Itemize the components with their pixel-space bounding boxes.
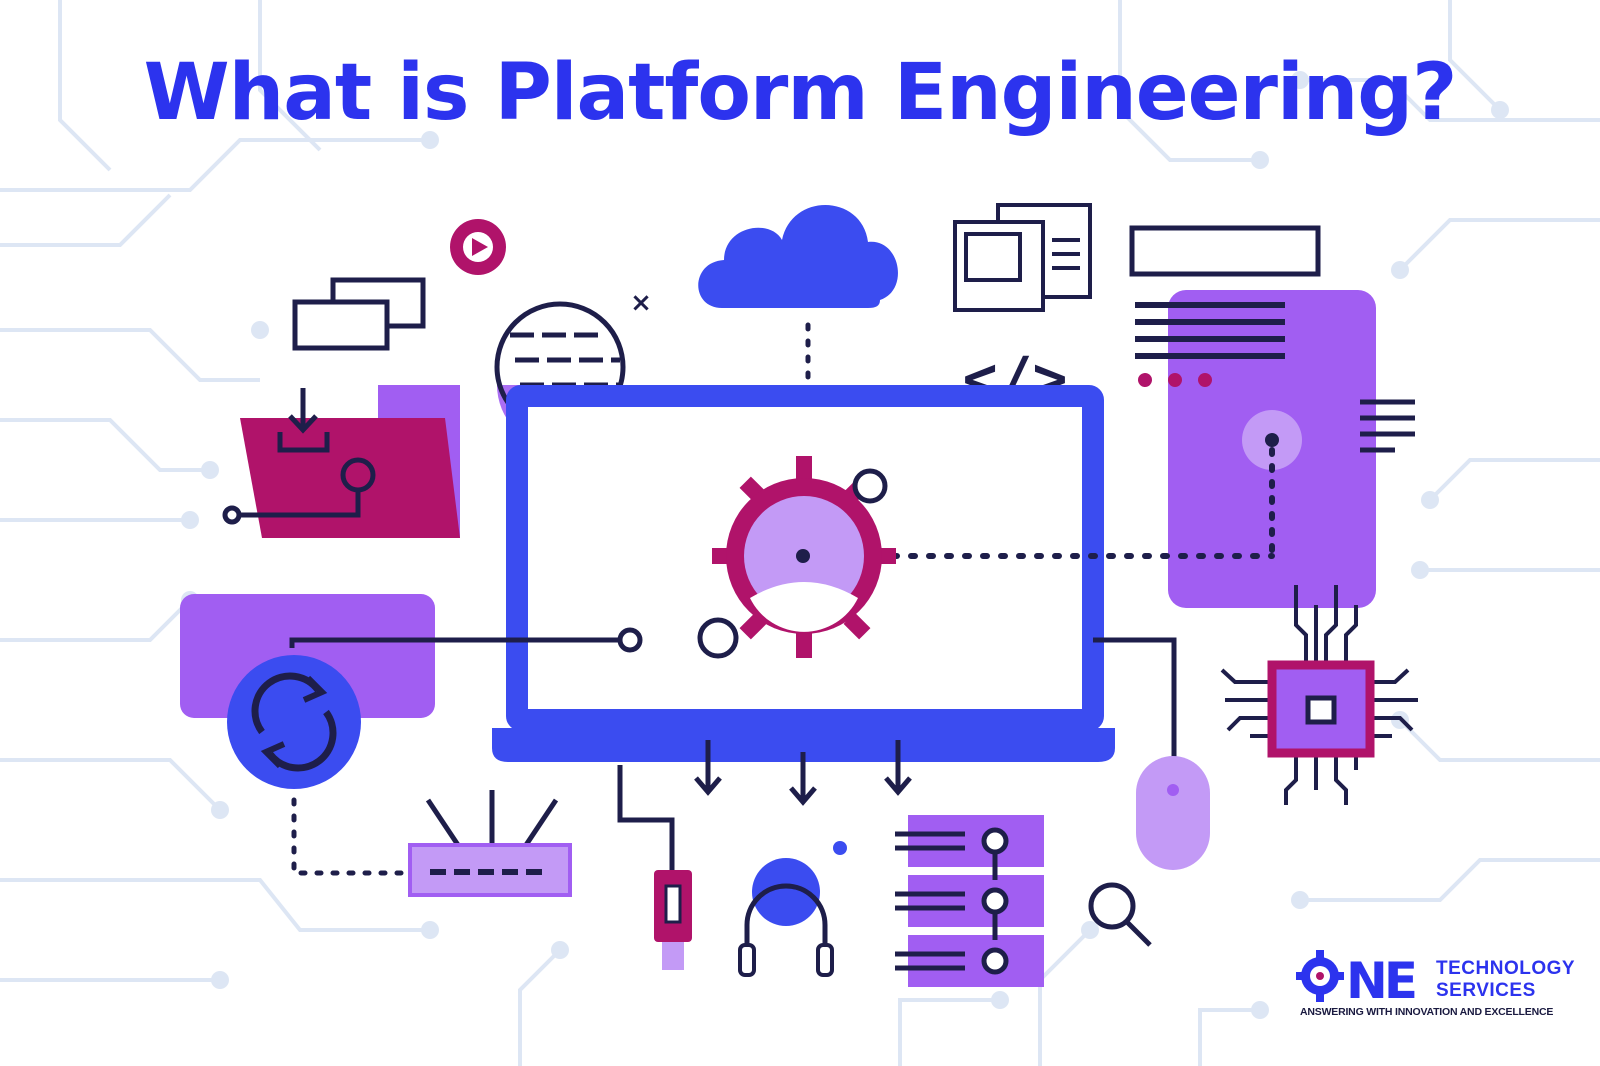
download-folder-icon: [222, 385, 460, 538]
sync-icon: [180, 594, 643, 876]
headset-user-icon: [738, 841, 847, 977]
router-icon: [408, 790, 572, 897]
windows-icon: [292, 277, 426, 351]
laptop-icon: [492, 385, 1275, 762]
usb-icon: [617, 765, 692, 970]
logo-line-2: SERVICES: [1436, 980, 1536, 1001]
server-rack-icon: [895, 815, 1044, 987]
cpu-chip-icon: [1220, 585, 1418, 805]
mouse-icon: [1093, 637, 1210, 870]
logo-tagline: ANSWERING WITH INNOVATION AND EXCELLENCE: [1300, 1006, 1554, 1018]
page-title: What is Platform Engineering?: [143, 48, 1458, 138]
company-logo: NE TECHNOLOGY SERVICES ANSWERING WITH IN…: [1296, 948, 1586, 1028]
logo-line-1: TECHNOLOGY: [1436, 958, 1576, 979]
logo-mark-icon: NE: [1296, 950, 1419, 1008]
play-icon: [450, 219, 506, 275]
logo-mark-text: NE: [1346, 952, 1415, 1008]
download-arrows-icon: [694, 740, 912, 806]
documents-icon: [953, 203, 1092, 312]
server-tower-icon: [1129, 225, 1415, 608]
gear-icon: [712, 456, 896, 658]
close-icon: ×: [630, 288, 652, 318]
decorative-ring: [697, 617, 739, 659]
search-icon: [1088, 882, 1152, 947]
